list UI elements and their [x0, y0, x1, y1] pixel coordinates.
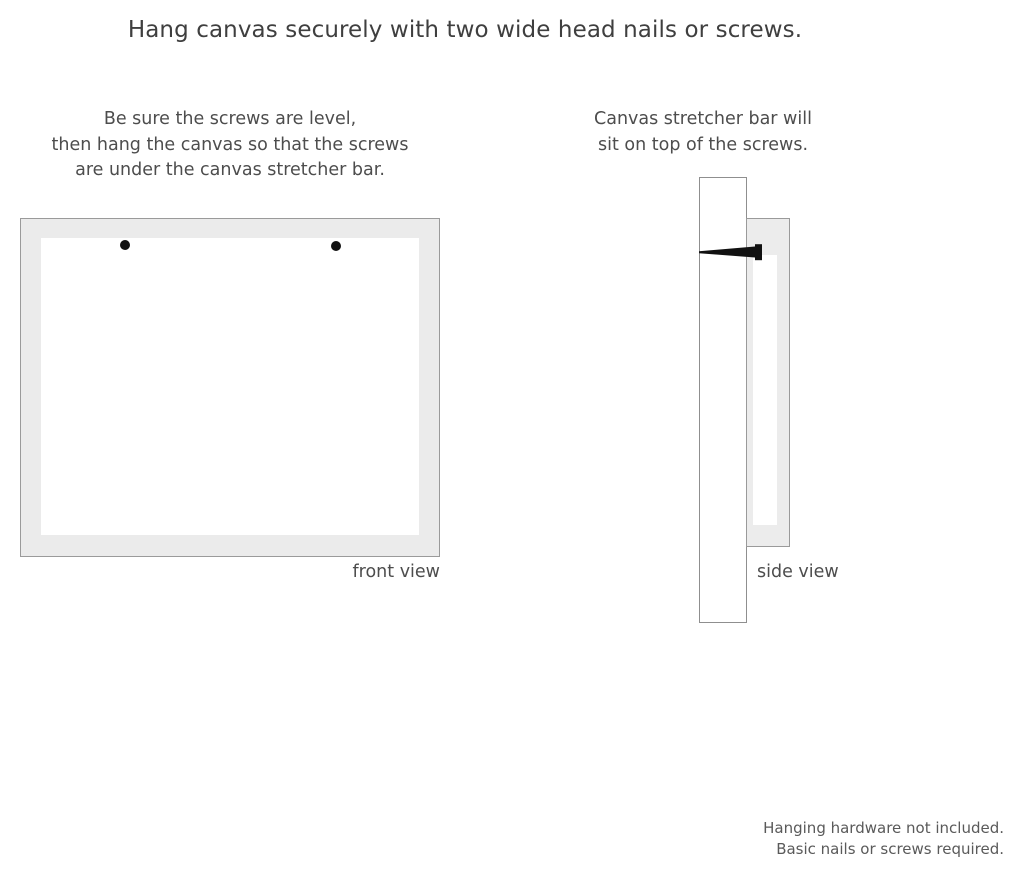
- screw-head-dot-left: [120, 240, 130, 250]
- side-view-caption: Canvas stretcher bar will sit on top of …: [553, 107, 853, 158]
- canvas-stretcher-bar: [746, 218, 790, 547]
- stretcher-bar-inner-void: [753, 255, 777, 525]
- side-view-label: side view: [757, 562, 839, 582]
- side-view-caption-line-2: sit on top of the screws.: [597, 134, 809, 155]
- screw-icon: [699, 241, 765, 263]
- canvas-surface: [41, 238, 419, 535]
- front-view-caption-line-1: Be sure the screws are level,: [103, 109, 357, 129]
- disclaimer-line-2: Basic nails or screws required.: [776, 840, 1004, 858]
- disclaimer-text: Hanging hardware not included. Basic nai…: [763, 818, 1004, 860]
- front-view-caption: Be sure the screws are level, then hang …: [20, 107, 440, 184]
- page-title: Hang canvas securely with two wide head …: [127, 17, 803, 43]
- side-view-diagram: [697, 175, 847, 635]
- front-view-caption-line-3: are under the canvas stretcher bar.: [75, 160, 385, 180]
- front-view-diagram: [20, 218, 440, 557]
- front-view-label: front view: [352, 562, 441, 582]
- disclaimer-line-1: Hanging hardware not included.: [763, 819, 1004, 837]
- screw-head-dot-right: [331, 241, 341, 251]
- side-view-caption-line-1: Canvas stretcher bar will: [594, 109, 812, 129]
- front-view-caption-line-2: then hang the canvas so that the screws: [51, 134, 409, 155]
